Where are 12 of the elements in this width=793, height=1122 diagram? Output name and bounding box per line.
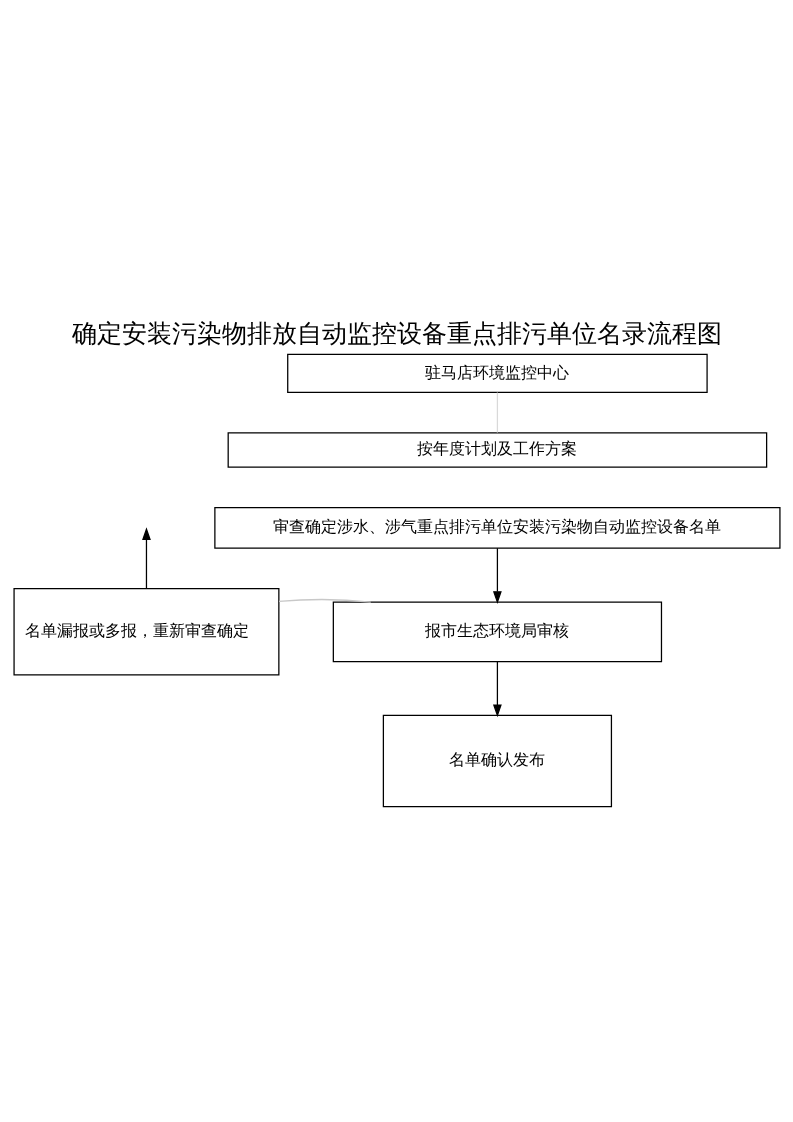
node-box: 审查确定涉水、涉气重点排污单位安装污染物自动监控设备名单: [213, 506, 781, 549]
arrow: [492, 660, 502, 717]
arrow: [492, 547, 502, 604]
connector: [496, 391, 498, 433]
node-box: 报市生态环境局审核: [332, 600, 662, 662]
arrow: [141, 526, 151, 589]
node-box: 按年度计划及工作方案: [227, 431, 767, 468]
node-box: 名单确认发布: [382, 714, 612, 807]
connector: [277, 598, 371, 603]
node-box: 名单漏报或多报，重新审查确定: [12, 587, 279, 676]
node-box: 驻马店环境监控中心: [286, 353, 708, 393]
diagram-title: 确定安装污染物排放自动监控设备重点排污单位名录流程图: [71, 317, 722, 348]
